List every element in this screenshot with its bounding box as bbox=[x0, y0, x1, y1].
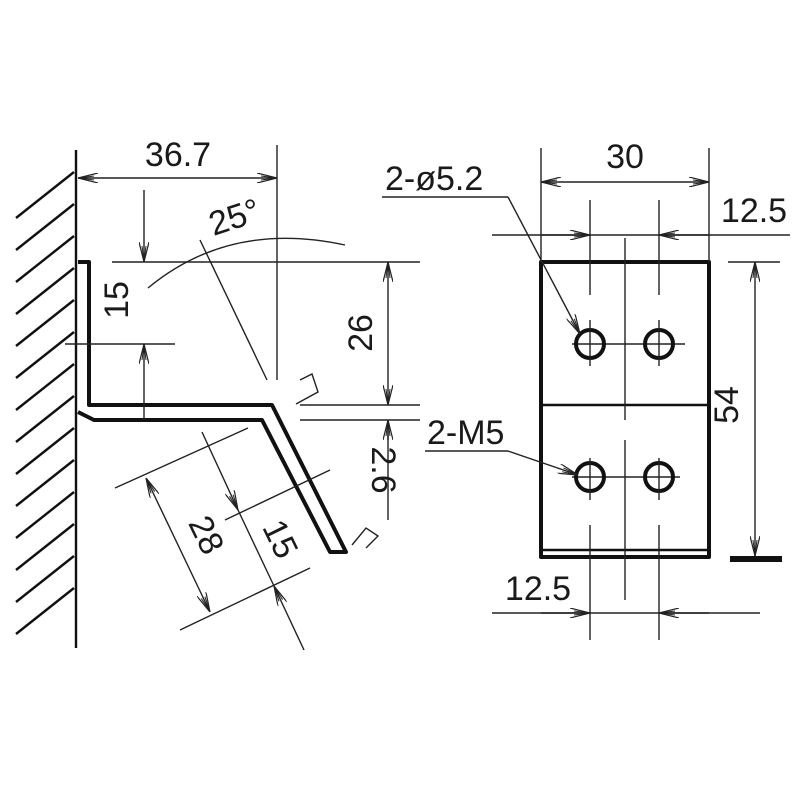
dim-top-hole-spacing-label: 12.5 bbox=[721, 192, 787, 230]
dim-thickness-label: 2.6 bbox=[364, 446, 402, 493]
dim-width: 30 bbox=[540, 138, 710, 262]
wall-hatching bbox=[15, 150, 78, 648]
dim-slanted-hole-label: 15 bbox=[255, 514, 306, 565]
center-lines bbox=[572, 200, 685, 640]
bracket-profile bbox=[77, 260, 348, 554]
dim-width-label: 30 bbox=[606, 138, 644, 176]
dim-bend-angle: 25° bbox=[147, 192, 346, 381]
tapped-holes bbox=[574, 458, 675, 500]
dim-bottom-hole-spacing: 12.5 bbox=[492, 570, 760, 613]
dim-top-flange-label: 15 bbox=[98, 281, 136, 319]
dim-top-hole-spacing: 12.5 bbox=[492, 192, 790, 235]
side-view: 36.7 25° 15 26 2.6 bbox=[15, 136, 420, 651]
dim-overall-width-label: 36.7 bbox=[145, 136, 211, 174]
dim-bottom-hole-spacing-label: 12.5 bbox=[505, 570, 571, 608]
callout-tapped-holes-label: 2-M5 bbox=[427, 414, 504, 452]
through-holes bbox=[574, 320, 675, 366]
front-view: 30 12.5 2-ø5.2 2-M5 54 bbox=[382, 138, 790, 640]
dim-top-flange: 15 bbox=[65, 190, 420, 420]
dim-offset-height: 26 bbox=[300, 262, 420, 406]
dim-offset-height-label: 26 bbox=[342, 314, 380, 352]
callout-through-holes-label: 2-ø5.2 bbox=[385, 160, 483, 198]
callout-through-holes: 2-ø5.2 bbox=[382, 160, 581, 334]
height-datum-bar bbox=[730, 556, 782, 562]
dim-thickness: 2.6 bbox=[295, 373, 420, 549]
callout-tapped-holes: 2-M5 bbox=[425, 414, 578, 476]
dim-height-label: 54 bbox=[708, 386, 746, 424]
dim-height: 54 bbox=[708, 261, 782, 562]
dim-bend-angle-label: 25° bbox=[204, 192, 265, 244]
dim-slanted-length-label: 28 bbox=[181, 510, 232, 561]
